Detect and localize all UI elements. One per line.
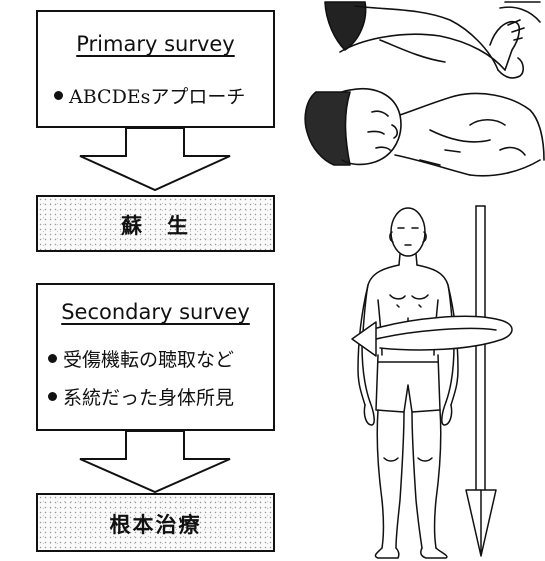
standing-patient-illustration <box>0 0 545 561</box>
